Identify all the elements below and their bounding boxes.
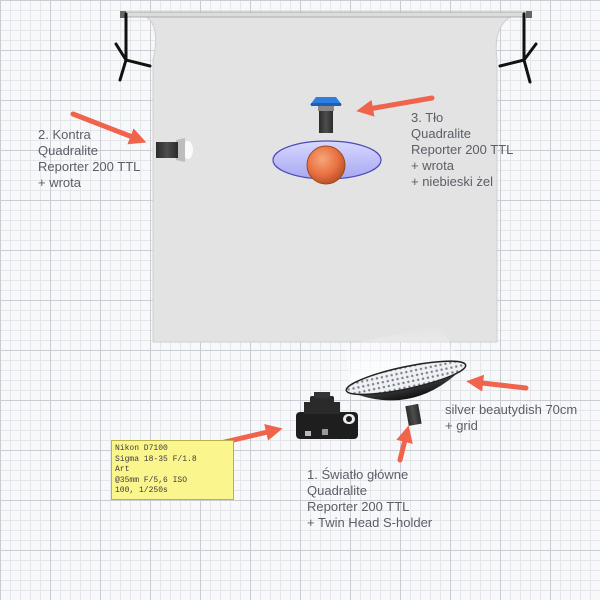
backdrop-stand-left (114, 12, 152, 82)
backdrop-roll (121, 11, 531, 18)
camera-settings-note: Nikon D7100 Sigma 18-35 F/1.8 Art @35mm … (111, 440, 234, 500)
arrow-beautydish (466, 374, 529, 392)
subject (272, 140, 382, 185)
arrow-rim-light (70, 111, 147, 145)
main-light (345, 325, 467, 426)
label-rim-light: 2. Kontra Quadralite Reporter 200 TTL + … (38, 127, 141, 190)
label-main-light: 1. Światło główne Quadralite Reporter 20… (307, 467, 433, 530)
background-light (310, 97, 342, 133)
camera (296, 392, 358, 439)
arrow-background-light (356, 95, 435, 117)
arrow-main-light (396, 425, 413, 463)
backdrop-stand-right (498, 12, 538, 84)
label-background-light: 3. Tło Quadralite Reporter 200 TTL + wro… (411, 110, 514, 189)
rim-light (156, 138, 193, 162)
label-beautydish: silver beautydish 70cm + grid (445, 402, 578, 433)
